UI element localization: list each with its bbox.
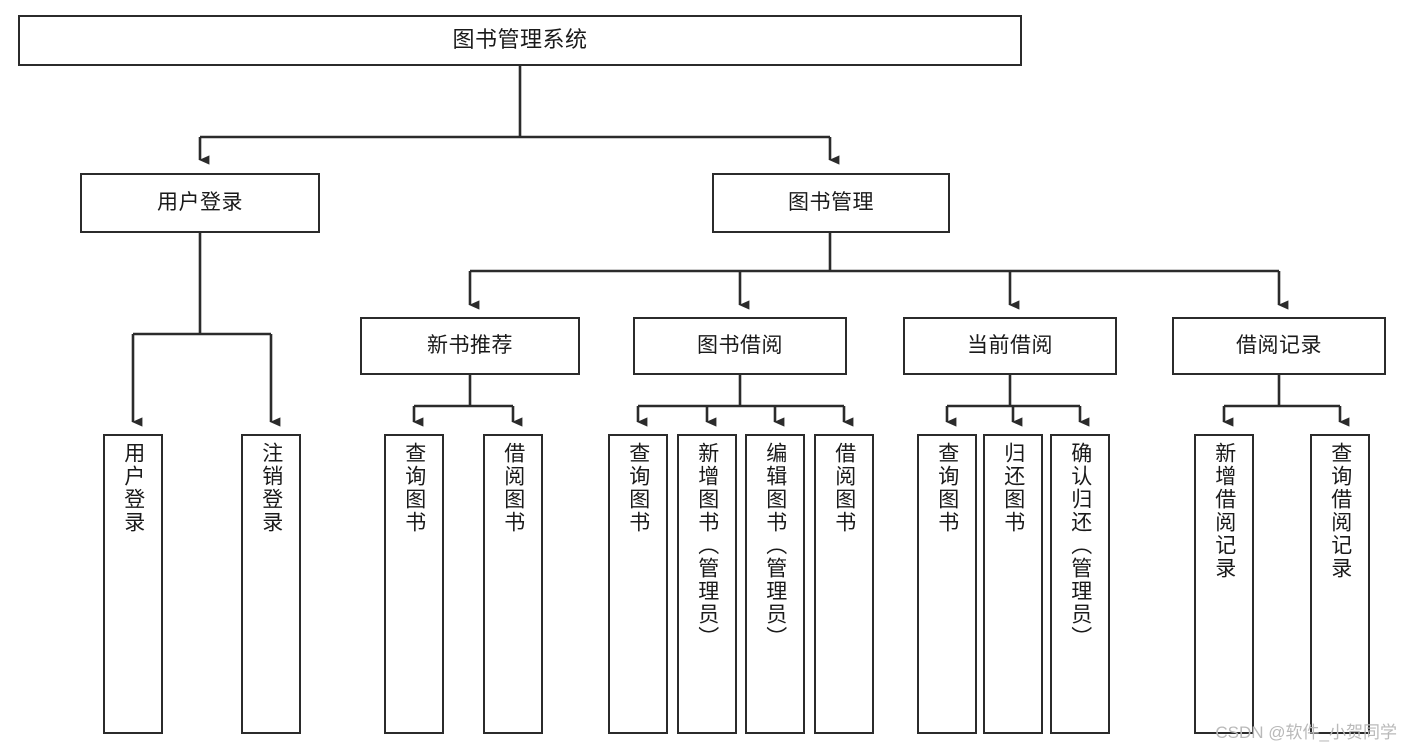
node-book-management[interactable]: 图书管理 xyxy=(712,173,950,233)
leaf-query-borrow-record-label: 查询借阅记录 xyxy=(1328,442,1352,580)
leaf-edit-book-admin-label: 编辑图书（管理员） xyxy=(763,442,787,649)
leaf-query-book-borrow-label: 查询图书 xyxy=(626,442,650,534)
leaf-user-login-label: 用户登录 xyxy=(121,442,145,534)
leaf-add-book-admin[interactable]: 新增图书（管理员） xyxy=(677,434,737,734)
leaf-query-book-current-label: 查询图书 xyxy=(935,442,959,534)
node-new-book-recommend-label: 新书推荐 xyxy=(427,334,513,358)
leaf-confirm-return-admin[interactable]: 确认归还（管理员） xyxy=(1050,434,1110,734)
node-book-management-label: 图书管理 xyxy=(788,191,874,215)
node-current-borrow-label: 当前借阅 xyxy=(967,334,1053,358)
node-new-book-recommend[interactable]: 新书推荐 xyxy=(360,317,580,375)
leaf-borrow-book-label: 借阅图书 xyxy=(832,442,856,534)
leaf-query-book-borrow[interactable]: 查询图书 xyxy=(608,434,668,734)
leaf-edit-book-admin[interactable]: 编辑图书（管理员） xyxy=(745,434,805,734)
node-book-borrow-label: 图书借阅 xyxy=(697,334,783,358)
leaf-confirm-return-admin-label: 确认归还（管理员） xyxy=(1068,442,1092,649)
node-borrow-record[interactable]: 借阅记录 xyxy=(1172,317,1386,375)
leaf-return-book[interactable]: 归还图书 xyxy=(983,434,1043,734)
leaf-add-book-admin-label: 新增图书（管理员） xyxy=(695,442,719,649)
node-current-borrow[interactable]: 当前借阅 xyxy=(903,317,1117,375)
leaf-query-book-recommend-label: 查询图书 xyxy=(402,442,426,534)
node-root-label: 图书管理系统 xyxy=(452,27,588,53)
leaf-logout[interactable]: 注销登录 xyxy=(241,434,301,734)
node-user-login[interactable]: 用户登录 xyxy=(80,173,320,233)
leaf-query-borrow-record[interactable]: 查询借阅记录 xyxy=(1310,434,1370,734)
leaf-borrow-book-recommend[interactable]: 借阅图书 xyxy=(483,434,543,734)
node-borrow-record-label: 借阅记录 xyxy=(1236,334,1322,358)
leaf-add-borrow-record-label: 新增借阅记录 xyxy=(1212,442,1236,580)
node-book-borrow[interactable]: 图书借阅 xyxy=(633,317,847,375)
node-user-login-label: 用户登录 xyxy=(157,191,243,215)
leaf-query-book-recommend[interactable]: 查询图书 xyxy=(384,434,444,734)
leaf-logout-label: 注销登录 xyxy=(259,442,283,534)
leaf-add-borrow-record[interactable]: 新增借阅记录 xyxy=(1194,434,1254,734)
leaf-borrow-book-recommend-label: 借阅图书 xyxy=(501,442,525,534)
leaf-borrow-book[interactable]: 借阅图书 xyxy=(814,434,874,734)
leaf-query-book-current[interactable]: 查询图书 xyxy=(917,434,977,734)
leaf-return-book-label: 归还图书 xyxy=(1001,442,1025,534)
leaf-user-login[interactable]: 用户登录 xyxy=(103,434,163,734)
csdn-watermark: CSDN @软件_小贺同学 xyxy=(1215,723,1397,742)
node-root[interactable]: 图书管理系统 xyxy=(18,15,1022,66)
